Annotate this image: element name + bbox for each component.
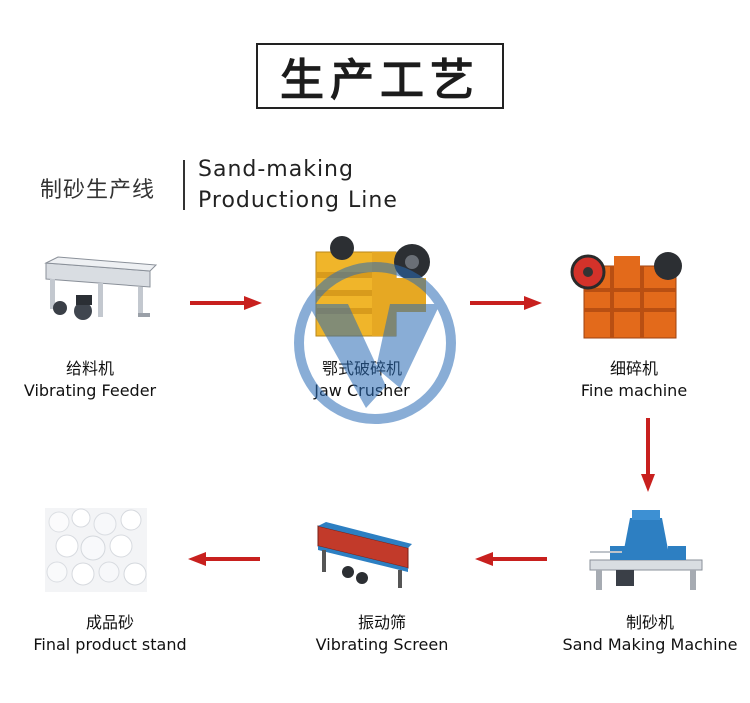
step-label-en: Vibrating Feeder	[23, 381, 157, 400]
vibrating-feeder-image	[38, 253, 158, 333]
jaw-crusher-image	[312, 232, 434, 340]
step-label-en: Vibrating Screen	[315, 635, 449, 654]
subtitle-en: Sand-making Productiong Line	[198, 154, 398, 216]
step-label-fine-machine: 细碎机 Fine machine	[524, 358, 744, 402]
step-label-sand-making-machine: 制砂机 Sand Making Machine	[540, 612, 750, 656]
step-label-cn: 成品砂	[85, 613, 134, 632]
step-label-vibrating-screen: 振动筛 Vibrating Screen	[272, 612, 492, 656]
fine-machine-image	[570, 244, 690, 342]
step-label-en: Jaw Crusher	[314, 381, 410, 400]
step-label-en: Final product stand	[33, 635, 187, 654]
sand-making-machine-image	[582, 508, 710, 592]
arrow-down-icon	[641, 418, 655, 492]
step-label-final-product: 成品砂 Final product stand	[0, 612, 220, 656]
step-label-cn: 制砂机	[625, 613, 674, 632]
arrow-right-icon	[470, 296, 542, 310]
subtitle-divider	[183, 160, 185, 210]
arrow-left-icon	[188, 552, 260, 566]
vibrating-screen-image	[312, 520, 414, 592]
step-label-cn: 给料机	[65, 359, 114, 378]
arrow-right-icon	[190, 296, 262, 310]
step-label-vibrating-feeder: 给料机 Vibrating Feeder	[0, 358, 200, 402]
step-label-cn: 振动筛	[357, 613, 406, 632]
subtitle-en-line1: Sand-making	[198, 157, 354, 182]
step-label-cn: 鄂式破碎机	[321, 359, 402, 378]
subtitle-cn: 制砂生产线	[40, 178, 156, 203]
step-label-jaw-crusher: 鄂式破碎机 Jaw Crusher	[252, 358, 472, 402]
step-label-en: Sand Making Machine	[562, 635, 738, 654]
page-title: 生产工艺	[256, 43, 504, 109]
step-label-cn: 细碎机	[609, 359, 658, 378]
step-label-en: Fine machine	[580, 381, 688, 400]
final-product-image	[45, 508, 147, 592]
arrow-left-icon	[475, 552, 547, 566]
subtitle-en-line2: Productiong Line	[198, 188, 398, 213]
